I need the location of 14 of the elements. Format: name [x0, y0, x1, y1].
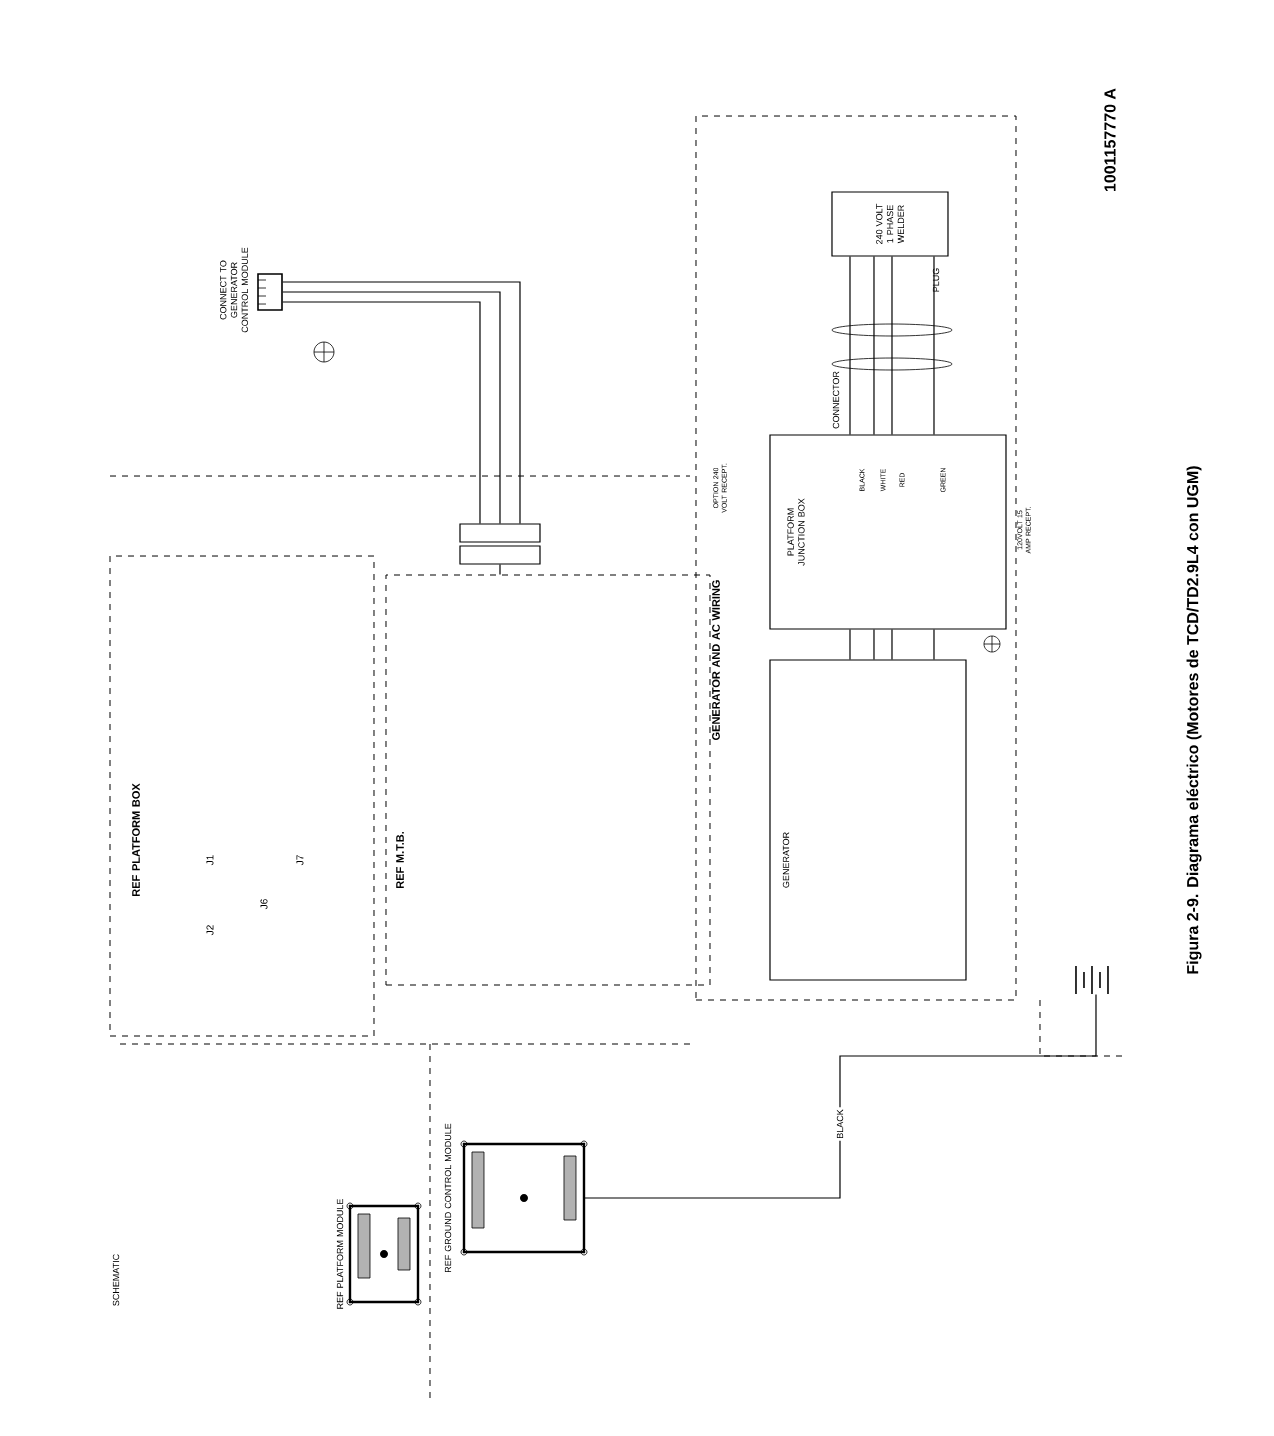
wire — [933, 629, 935, 660]
wire — [499, 563, 501, 576]
interface-connector — [459, 523, 541, 565]
wire — [891, 629, 893, 660]
wire — [583, 993, 1097, 1199]
wire — [933, 256, 935, 436]
wire — [891, 256, 893, 436]
wire — [849, 256, 851, 436]
battery-symbol — [1075, 965, 1109, 995]
wire — [873, 256, 875, 436]
document-number: 1001157770 A — [1104, 88, 1116, 192]
figure-title: Figura 2-9. Diagrama eléctrico (Motores de TCD/TD2.9L4 con UGM) — [1186, 466, 1202, 974]
wire — [849, 629, 851, 660]
wire — [873, 629, 875, 660]
